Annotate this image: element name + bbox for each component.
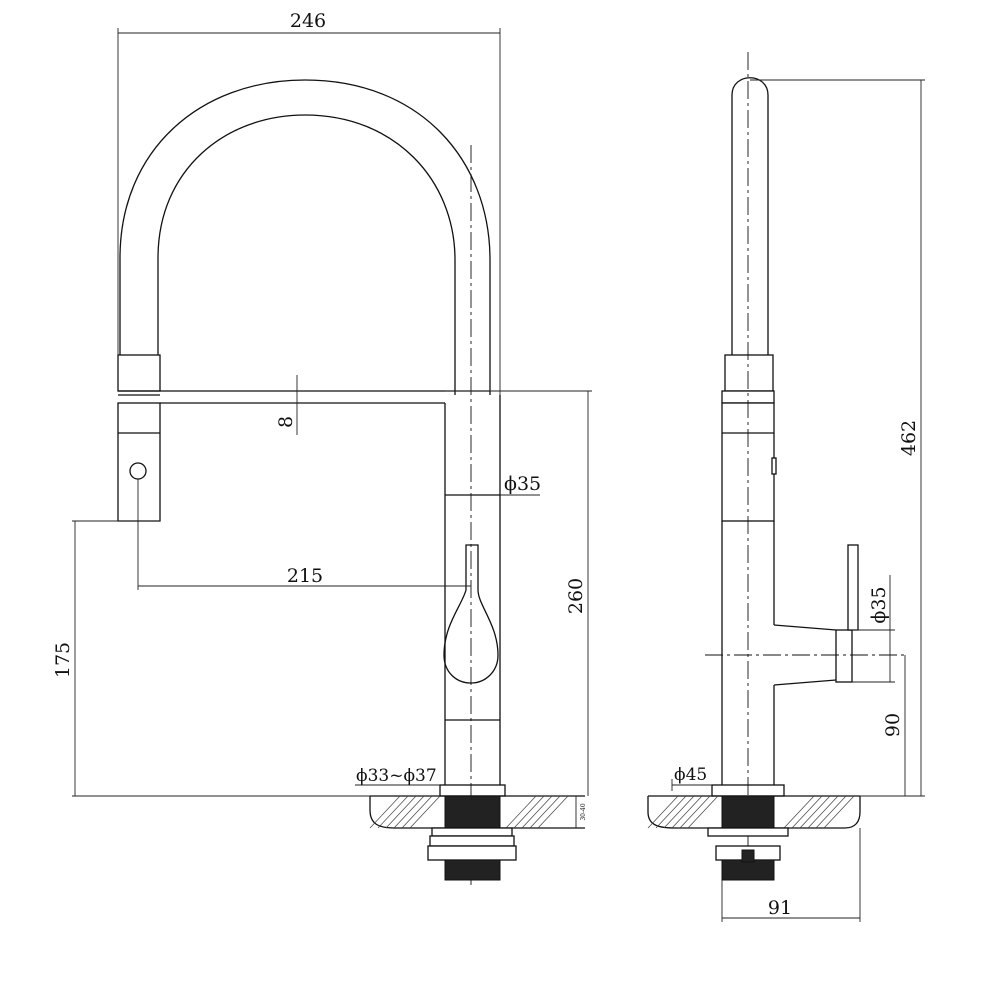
dim-label-phi45: ϕ45 <box>674 765 707 785</box>
hatch-line <box>679 795 711 829</box>
dim-label-175: 175 <box>52 642 74 678</box>
washer-2 <box>429 835 515 847</box>
nut <box>427 845 517 861</box>
hatch-line <box>647 795 679 829</box>
hatch-line <box>799 795 831 829</box>
dim-diameter-handle: ϕ35 <box>852 575 895 683</box>
dim-hole-range: ϕ33~ϕ37 <box>355 766 440 786</box>
dim-label-91: 91 <box>768 897 792 919</box>
hatch-line <box>663 795 695 829</box>
hatch-line <box>393 795 425 829</box>
hatch-line <box>783 795 815 829</box>
hatch-line <box>409 795 441 829</box>
dim-label-hole-range: ϕ33~ϕ37 <box>356 766 437 786</box>
hatch-line <box>537 795 569 829</box>
hatch-line <box>369 795 401 829</box>
side-handle-lever <box>847 544 859 631</box>
washer-1 <box>431 827 513 837</box>
dim-height-outlet: 175 <box>52 520 370 797</box>
front-view: 246 8 ϕ35 215 260 175 <box>52 10 592 885</box>
tap-body <box>444 395 501 785</box>
dim-label-260: 260 <box>565 578 587 614</box>
side-shank-upper <box>721 795 775 829</box>
side-spray-sleeve <box>724 354 774 392</box>
dim-depth: 91 <box>721 828 861 922</box>
hatch-line <box>807 795 839 829</box>
dim-spray-gap: 8 <box>275 375 298 435</box>
dim-overall-height: 462 <box>750 79 925 797</box>
hatch-line <box>521 795 553 829</box>
hatch-line <box>513 795 545 829</box>
hatch-line <box>671 795 703 829</box>
dim-label-phi35-side: ϕ35 <box>868 586 890 623</box>
counter-note-label: 30-40 <box>580 803 587 820</box>
hatch-line <box>823 795 855 829</box>
spray-head <box>117 402 161 522</box>
dim-reach: 215 <box>137 479 471 590</box>
dim-label-90: 90 <box>882 713 904 737</box>
dim-diameter-base: ϕ45 <box>671 765 712 791</box>
side-washer <box>707 827 789 837</box>
dim-label-462: 462 <box>898 420 920 456</box>
hatch-line <box>529 795 561 829</box>
hatch-line <box>815 795 847 829</box>
hatch-line <box>655 795 687 829</box>
spout-outer-arch <box>119 79 491 395</box>
spout-inner-arch <box>157 114 456 395</box>
side-handle-neck <box>773 624 837 686</box>
side-spray-button <box>771 457 777 475</box>
base-flange <box>439 784 506 797</box>
hatch-line <box>385 795 417 829</box>
dim-height-spout: 260 <box>445 390 592 796</box>
dim-label-215: 215 <box>287 565 323 587</box>
dim-handle-height: 90 <box>882 655 906 796</box>
dim-overall-width: 246 <box>117 10 501 395</box>
side-view: 462 ϕ35 90 ϕ45 91 <box>647 52 925 922</box>
dim-label-246: 246 <box>290 10 326 32</box>
side-handle-knob <box>835 629 853 683</box>
hatch-line <box>791 795 823 829</box>
counter-thickness-note: 30-40 <box>575 796 587 828</box>
shank-lower <box>444 859 501 881</box>
dim-diameter-body: ϕ35 <box>500 473 541 496</box>
hatch-line <box>505 795 537 829</box>
hatch-line <box>377 795 409 829</box>
dim-label-phi35-front: ϕ35 <box>504 473 541 495</box>
hatch-line <box>687 795 719 829</box>
dim-label-8: 8 <box>275 416 297 428</box>
hatch-line <box>401 795 433 829</box>
side-pin <box>741 849 755 863</box>
spray-sleeve <box>117 354 161 392</box>
side-spout <box>731 77 769 355</box>
shank-upper <box>444 795 501 829</box>
side-shank-lower <box>721 859 775 881</box>
